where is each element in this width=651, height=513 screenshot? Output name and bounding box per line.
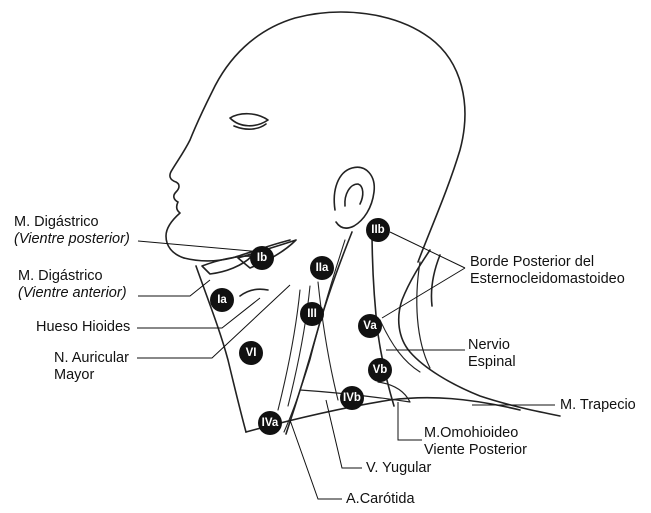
level-marker-iva: IVa bbox=[258, 411, 282, 435]
label-borde-posterior: Borde Posterior del Esternocleidomastoid… bbox=[470, 254, 625, 288]
label-digastrico-anterior: M. Digástrico (Vientre anterior) bbox=[18, 268, 127, 302]
ear bbox=[334, 167, 374, 228]
head-outline bbox=[166, 12, 465, 262]
label-auricular-line1: N. Auricular bbox=[54, 350, 129, 367]
level-marker-ib: Ib bbox=[250, 246, 274, 270]
trapezius bbox=[417, 262, 430, 368]
hyoid-bone bbox=[240, 289, 268, 296]
label-digastrico-posterior-line2: (Vientre posterior) bbox=[14, 231, 130, 248]
label-carotida: A.Carótida bbox=[346, 491, 415, 508]
label-borde-line1: Borde Posterior del bbox=[470, 254, 625, 271]
leader-omohioideo bbox=[398, 402, 422, 440]
label-auricular: N. Auricular Mayor bbox=[54, 350, 129, 384]
label-digastrico-posterior-line1: M. Digástrico bbox=[14, 214, 130, 231]
label-omohioideo: M.Omohioideo Viente Posterior bbox=[424, 425, 527, 459]
label-hueso-hioides: Hueso Hioides bbox=[36, 319, 130, 336]
label-auricular-line2: Mayor bbox=[54, 367, 129, 384]
leader-hioides bbox=[137, 298, 260, 328]
label-omohioideo-line1: M.Omohioideo bbox=[424, 425, 527, 442]
label-digastrico-posterior: M. Digástrico (Vientre posterior) bbox=[14, 214, 130, 248]
leader-borde-2 bbox=[382, 268, 465, 318]
leader-carotida bbox=[290, 420, 342, 499]
level-marker-iib: IIb bbox=[366, 218, 390, 242]
jugular-vein bbox=[318, 282, 338, 400]
level-marker-iia: IIa bbox=[310, 256, 334, 280]
level-marker-ivb: IVb bbox=[340, 386, 364, 410]
label-nervio-line1: Nervio bbox=[468, 337, 516, 354]
label-trapecio: M. Trapecio bbox=[560, 397, 636, 414]
digastric-anterior bbox=[202, 256, 252, 274]
label-yugular: V. Yugular bbox=[366, 460, 431, 477]
label-digastrico-anterior-line1: M. Digástrico bbox=[18, 268, 127, 285]
leader-digastrico-post bbox=[138, 241, 262, 252]
level-marker-ia: Ia bbox=[210, 288, 234, 312]
level-marker-vb: Vb bbox=[368, 358, 392, 382]
jaw-line bbox=[184, 240, 290, 261]
level-marker-va: Va bbox=[358, 314, 382, 338]
label-nervio-line2: Espinal bbox=[468, 354, 516, 371]
carotid-artery bbox=[278, 290, 300, 410]
label-nervio-espinal: Nervio Espinal bbox=[468, 337, 516, 371]
label-digastrico-anterior-line2: (Vientre anterior) bbox=[18, 285, 127, 302]
level-marker-iii: III bbox=[300, 302, 324, 326]
label-borde-line2: Esternocleidomastoideo bbox=[470, 271, 625, 288]
leader-yugular bbox=[326, 400, 362, 468]
leader-digastrico-ant bbox=[138, 280, 210, 296]
eye bbox=[230, 114, 268, 126]
label-omohioideo-line2: Viente Posterior bbox=[424, 442, 527, 459]
level-marker-vi: VI bbox=[239, 341, 263, 365]
